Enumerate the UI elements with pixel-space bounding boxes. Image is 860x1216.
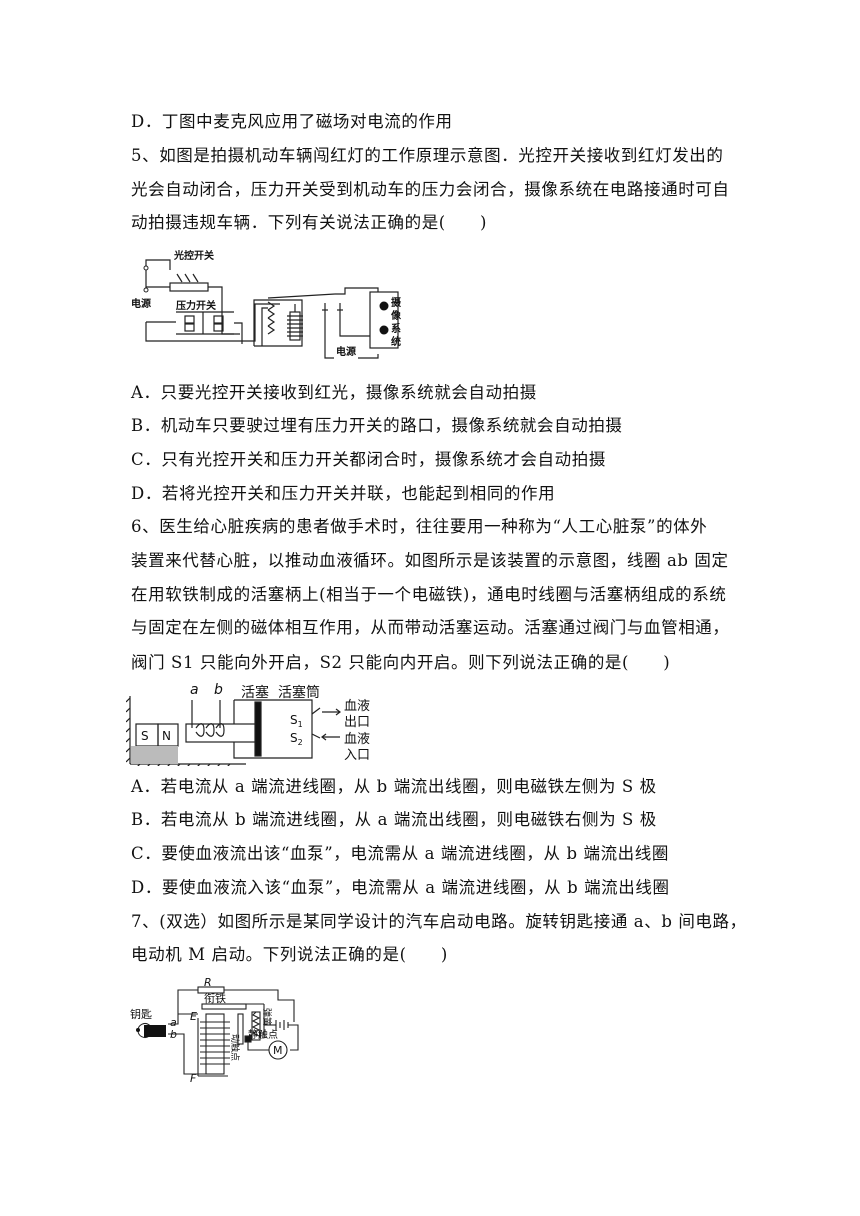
- q6-stem-line-2: 装置来代替心脏，以推动血液循环。如图所示是该装置的示意图，线圈 ab 固定: [131, 551, 729, 570]
- blood-inlet-label-2: 入口: [344, 748, 370, 763]
- static-contact-label: 静触点: [248, 1028, 278, 1041]
- q5-stem-line-3: 动拍摄违规车辆．下列有关说法正确的是( ): [131, 213, 488, 232]
- label-b: b: [170, 1028, 177, 1041]
- valve-s1-label: S1: [290, 713, 303, 729]
- blood-outlet-label-1: 血液: [344, 699, 370, 714]
- power-right-label: 电源: [336, 345, 356, 358]
- q6-option-c: C．要使血液流出该“血泵”，电流需从 a 端流进线圈，从 b 端流出线圈: [131, 844, 669, 863]
- q6-option-b: B．若电流从 b 端流进线圈，从 a 端流出线圈，则电磁铁右侧为 S 极: [131, 810, 657, 829]
- q5-option-a: A．只要光控开关接收到红光，摄像系统就会自动拍摄: [131, 383, 537, 402]
- q5-option-c: C．只有光控开关和压力开关都闭合时，摄像系统才会自动拍摄: [131, 450, 606, 469]
- magnet-n-label: N: [162, 729, 171, 743]
- blood-outlet-label-2: 出口: [344, 715, 370, 730]
- label-a: a: [190, 682, 199, 698]
- q6-stem-line-4: 与固定在左侧的磁体相互作用，从而带动活塞运动。活塞通过阀门与血管相通，: [131, 618, 730, 637]
- label-b: b: [214, 682, 223, 698]
- label-e: E: [190, 1010, 197, 1023]
- resistor-r-label: R: [204, 978, 212, 989]
- magnet-s-label: S: [141, 729, 149, 743]
- pressure-switch-label: 压力开关: [176, 299, 216, 312]
- q4-option-d: D．丁图中麦克风应用了磁场对电流的作用: [131, 112, 453, 131]
- q7-stem-line-1: 7、(双选）如图所示是某同学设计的汽车启动电路。旋转钥匙接通 a、b 间电路，: [131, 912, 747, 931]
- camera-label-3: 系: [391, 322, 401, 335]
- q7-starter-circuit-figure: 钥匙 R 衔铁 E F a b 动触点 弹簧 静触点 M: [128, 978, 318, 1084]
- q6-stem-line-5: 阀门 S1 只能向外开启，S2 只能向内开启。则下列说法正确的是( ): [131, 653, 671, 672]
- q5-option-d: D．若将光控开关和压力开关并联，也能起到相同的作用: [131, 484, 556, 503]
- camera-label-4: 统: [391, 335, 401, 348]
- piston-label: 活塞: [241, 684, 269, 701]
- light-switch-label: 光控开关: [173, 249, 214, 262]
- q5-stem-line-2: 光会自动闭合，压力开关受到机动车的压力会闭合，摄像系统在电路接通时可自: [131, 180, 730, 199]
- armature-label: 衔铁: [204, 992, 226, 1005]
- camera-label-1: 摄: [391, 296, 402, 309]
- camera-label-2: 像: [390, 309, 402, 322]
- q5-stem-line-1: 5、如图是拍摄机动车辆闯红灯的工作原理示意图．光控开关接收到红灯发出的: [131, 146, 724, 165]
- label-a: a: [170, 1016, 177, 1029]
- spring-label: 弹簧: [261, 1008, 273, 1026]
- cylinder-label: 活塞筒: [278, 684, 320, 701]
- power-left-label: 电源: [131, 297, 151, 310]
- motor-m-label: M: [273, 1044, 283, 1057]
- q5-option-b: B．机动车只要驶过埋有压力开关的路口，摄像系统就会自动拍摄: [131, 416, 623, 435]
- key-label: 钥匙: [130, 1007, 152, 1021]
- label-f: F: [190, 1072, 197, 1084]
- q7-stem-line-2: 电动机 M 启动。下列说法正确的是( ): [131, 945, 448, 964]
- q5-circuit-figure: 光控开关 电源 压力开关 电源 摄 像 系 统: [130, 246, 415, 364]
- blood-inlet-label-1: 血液: [344, 732, 370, 747]
- q6-stem-line-1: 6、医生给心脏疾病的患者做手术时，往往要用一种称为“人工心脏泵”的体外: [131, 517, 708, 536]
- q6-option-a: A．若电流从 a 端流进线圈，从 b 端流出线圈，则电磁铁左侧为 S 极: [131, 777, 657, 796]
- valve-s2-label: S2: [290, 731, 303, 747]
- q6-pump-figure: a b 活塞 活塞筒 S N S1 S2 血液 出口 血液 入口: [126, 680, 386, 766]
- q6-option-d: D．要使血液流入该“血泵”，电流需从 a 端流进线圈，从 b 端流出线圈: [131, 878, 670, 897]
- q6-stem-line-3: 在用软铁制成的活塞柄上(相当于一个电磁铁)，通电时线圈与活塞柄组成的系统: [131, 585, 727, 604]
- moving-contact-label: 动触点: [229, 1034, 241, 1061]
